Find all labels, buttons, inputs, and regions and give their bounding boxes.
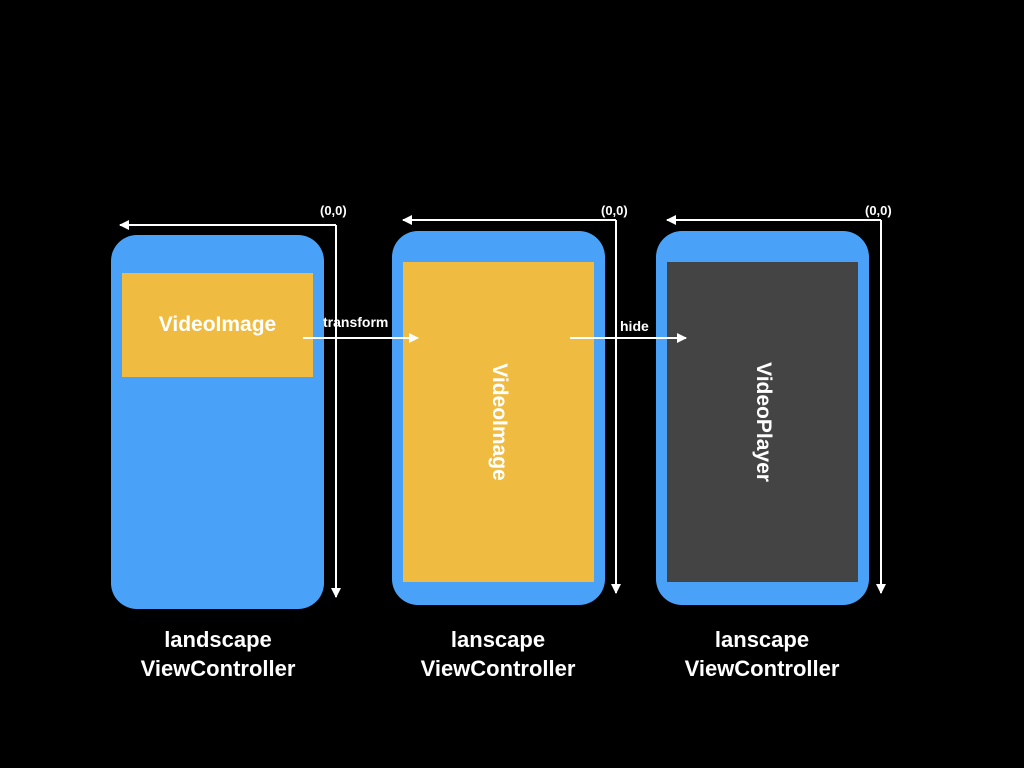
origin-label-3: (0,0) [865,203,892,218]
video-image-portrait: VideoImage [403,262,594,582]
device-2: VideoImage [392,231,605,605]
caption-2: lanscape ViewController [378,625,618,683]
origin-label-1: (0,0) [320,203,347,218]
video-image-label: VideoImage [158,313,277,336]
caption-1-line2: ViewController [140,656,296,681]
caption-2-line2: ViewController [420,656,576,681]
device-1: VideoImage [111,235,324,609]
caption-1: landscape ViewController [98,625,338,683]
transform-label: transform [323,314,389,330]
caption-2-line1: lanscape [450,627,546,652]
hide-label: hide [620,318,649,334]
device-3: VideoPlayer [656,231,869,605]
caption-1-line1: landscape [164,627,272,652]
video-image-landscape: VideoImage [122,273,313,377]
caption-3-line2: ViewController [684,656,840,681]
origin-label-2: (0,0) [601,203,628,218]
caption-3-line1: lanscape [714,627,810,652]
caption-3: lanscape ViewController [642,625,882,683]
video-player: VideoPlayer [667,262,858,582]
